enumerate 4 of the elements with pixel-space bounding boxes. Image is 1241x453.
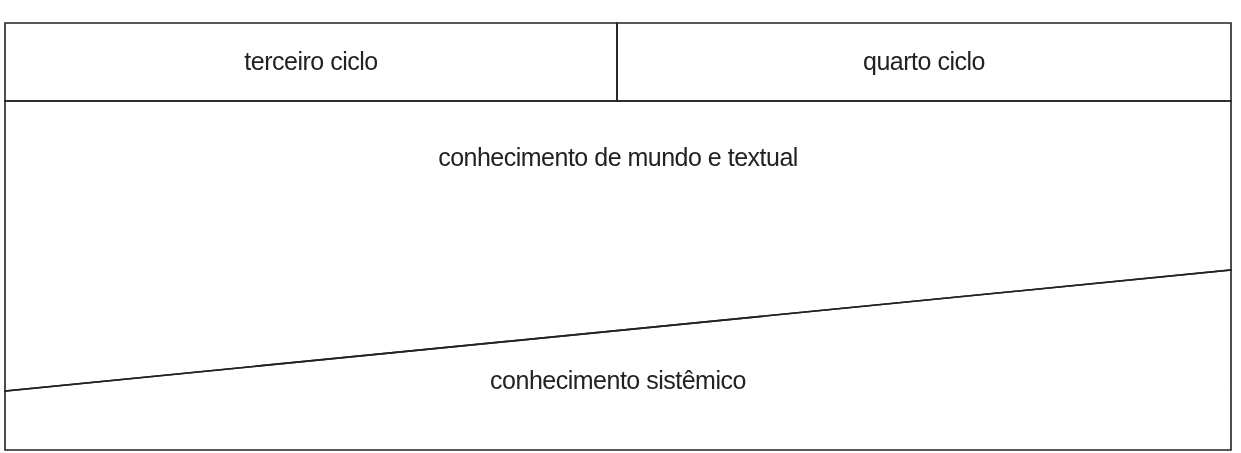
region-label: conhecimento de mundo e textual [438, 143, 798, 172]
column-heading: quarto ciclo [863, 47, 985, 76]
column-heading: terceiro ciclo [244, 47, 378, 76]
region-label: conhecimento sistêmico [490, 366, 746, 395]
